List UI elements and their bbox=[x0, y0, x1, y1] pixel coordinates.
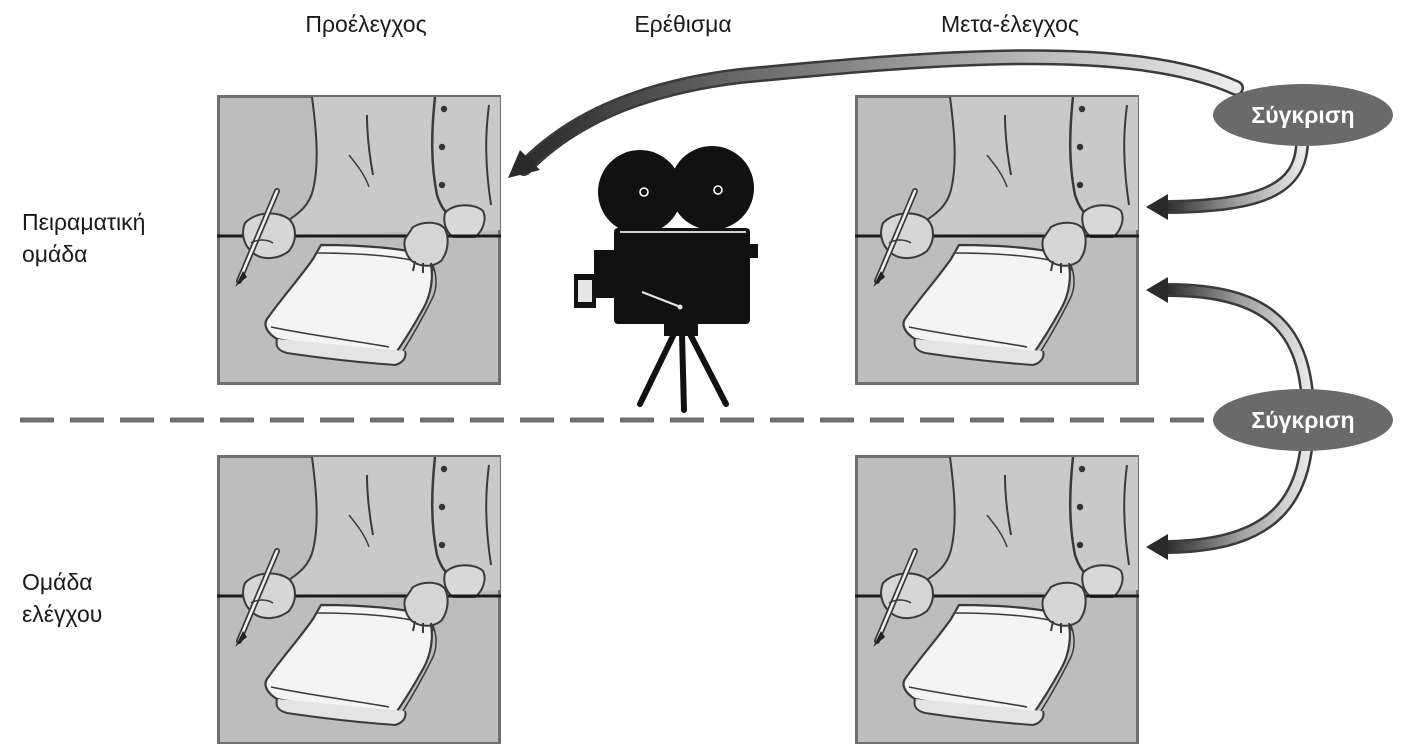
control-pretest-panel bbox=[217, 457, 501, 744]
row-label-control-line1: Ομάδα bbox=[22, 569, 93, 595]
arrowhead-icon bbox=[1146, 194, 1168, 220]
comparison-label-bottom: Σύγκριση bbox=[1251, 407, 1354, 433]
column-heading-pretest: Προέλεγχος bbox=[305, 11, 426, 37]
row-label-control-line2: ελέγχου bbox=[22, 601, 102, 627]
row-label-experimental-line2: ομάδα bbox=[22, 241, 87, 267]
arrowhead-icon bbox=[1146, 534, 1168, 560]
experimental-pretest-panel bbox=[217, 97, 501, 384]
column-heading-posttest: Μετα-έλεγχος bbox=[941, 11, 1079, 37]
comparison-label-top: Σύγκριση bbox=[1251, 102, 1354, 128]
film-camera-icon bbox=[574, 146, 758, 410]
row-label-experimental-line1: Πειραματική bbox=[22, 209, 145, 235]
arrowhead-icon bbox=[1146, 277, 1168, 303]
experimental-posttest-panel bbox=[855, 97, 1139, 384]
column-heading-stimulus: Ερέθισμα bbox=[634, 11, 731, 37]
control-posttest-panel bbox=[855, 457, 1139, 744]
